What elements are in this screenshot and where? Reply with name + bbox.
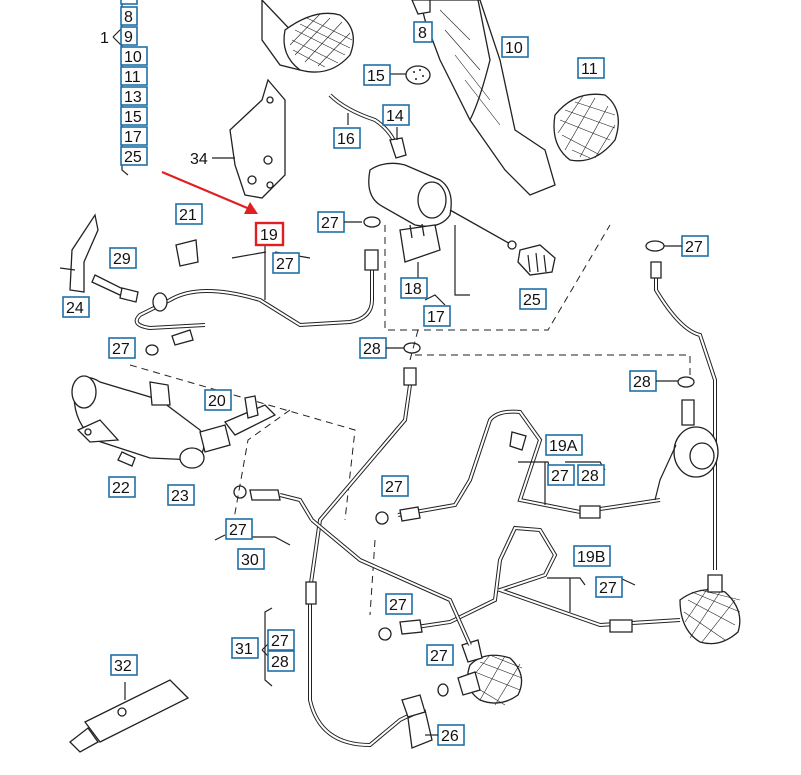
callout-19a: 19A xyxy=(549,438,578,455)
part-21-clip xyxy=(175,239,199,267)
callout-10: 10 xyxy=(505,40,523,57)
pipe-main-vertical xyxy=(305,367,421,748)
callout-8a: 8 xyxy=(124,9,133,26)
clutch-master-cylinder xyxy=(368,162,517,306)
callout-11a: 11 xyxy=(124,69,141,86)
callout-20: 20 xyxy=(208,393,226,410)
callout-25: 25 xyxy=(523,292,541,309)
callout-16: 16 xyxy=(337,131,355,148)
clutch-pedal-left xyxy=(261,0,354,73)
callout-28c: 28 xyxy=(581,468,599,485)
callout-28d: 28 xyxy=(271,654,289,671)
callout-8: 8 xyxy=(418,25,427,42)
release-bearing-lower xyxy=(310,518,523,706)
callout-13: 13 xyxy=(124,89,142,106)
callout-24: 24 xyxy=(66,300,84,317)
callout-27i: 27 xyxy=(599,580,617,597)
callout-11: 11 xyxy=(581,61,598,78)
part-25-plug xyxy=(517,244,556,276)
callout-23: 23 xyxy=(171,488,189,505)
callout-21: 21 xyxy=(179,207,197,224)
callout-34: 34 xyxy=(190,151,208,168)
callout-31: 31 xyxy=(235,641,253,658)
part-15-bump-stop xyxy=(390,65,431,85)
callout-17: 17 xyxy=(427,309,445,326)
callout-25a: 25 xyxy=(124,149,142,166)
highlight-arrow xyxy=(161,170,258,214)
callout-28a: 28 xyxy=(363,341,381,358)
callout-27a: 27 xyxy=(321,215,339,232)
part-8-clip xyxy=(411,0,431,15)
callout-27g: 27 xyxy=(389,597,407,614)
callout-19-highlighted: 19 xyxy=(260,227,278,244)
part-34-bracket xyxy=(212,78,286,199)
callout-27e: 27 xyxy=(229,522,247,539)
callout-15a: 15 xyxy=(124,109,142,126)
callout-14: 14 xyxy=(386,108,404,125)
release-bearing-19a xyxy=(650,261,719,570)
release-bearing-19b xyxy=(679,574,741,645)
part-26-clip xyxy=(401,694,433,749)
bracket-31 xyxy=(264,607,273,687)
pipe-19 xyxy=(134,245,379,346)
part-30-fitting xyxy=(214,489,314,546)
pipe-19a xyxy=(397,409,661,522)
pipe-19b xyxy=(399,525,681,635)
callout-27k: 27 xyxy=(271,633,289,650)
callout-10a: 10 xyxy=(124,49,142,66)
callout-27h: 27 xyxy=(551,468,569,485)
callout-18: 18 xyxy=(404,281,422,298)
callout-27d: 27 xyxy=(685,239,703,256)
callout-9: 9 xyxy=(124,29,133,46)
callout-15: 15 xyxy=(367,68,385,85)
brake-pedal-right xyxy=(419,0,619,196)
part-20-connector xyxy=(223,395,277,436)
part-14-clip xyxy=(389,137,407,159)
leader-dashes xyxy=(129,224,691,616)
part-16-hose xyxy=(328,93,398,146)
callout-32: 32 xyxy=(114,658,132,675)
washers xyxy=(145,216,695,697)
pedal-pad-hatch-1 xyxy=(289,13,353,68)
callout-26: 26 xyxy=(441,728,459,745)
callout-27b: 27 xyxy=(276,256,294,273)
slave-cylinder xyxy=(71,375,231,469)
callout-30: 30 xyxy=(241,552,259,569)
part-29-bolt xyxy=(91,274,139,303)
callout-labels: 8 9 10 11 13 15 17 25 8 10 11 15 14 16 3… xyxy=(62,0,709,746)
part-24-bracket xyxy=(59,213,99,293)
callout-27f: 27 xyxy=(385,479,403,496)
callout-27l: 27 xyxy=(430,648,448,665)
part-32-grease-tube xyxy=(69,679,190,753)
callout-27c: 27 xyxy=(112,341,130,358)
callout-1: 1 xyxy=(100,30,109,47)
callout-19b: 19B xyxy=(577,549,605,566)
callout-29: 29 xyxy=(113,251,131,268)
callout-28b: 28 xyxy=(633,374,651,391)
callout-17a: 17 xyxy=(124,129,142,146)
callout-22: 22 xyxy=(112,480,130,497)
